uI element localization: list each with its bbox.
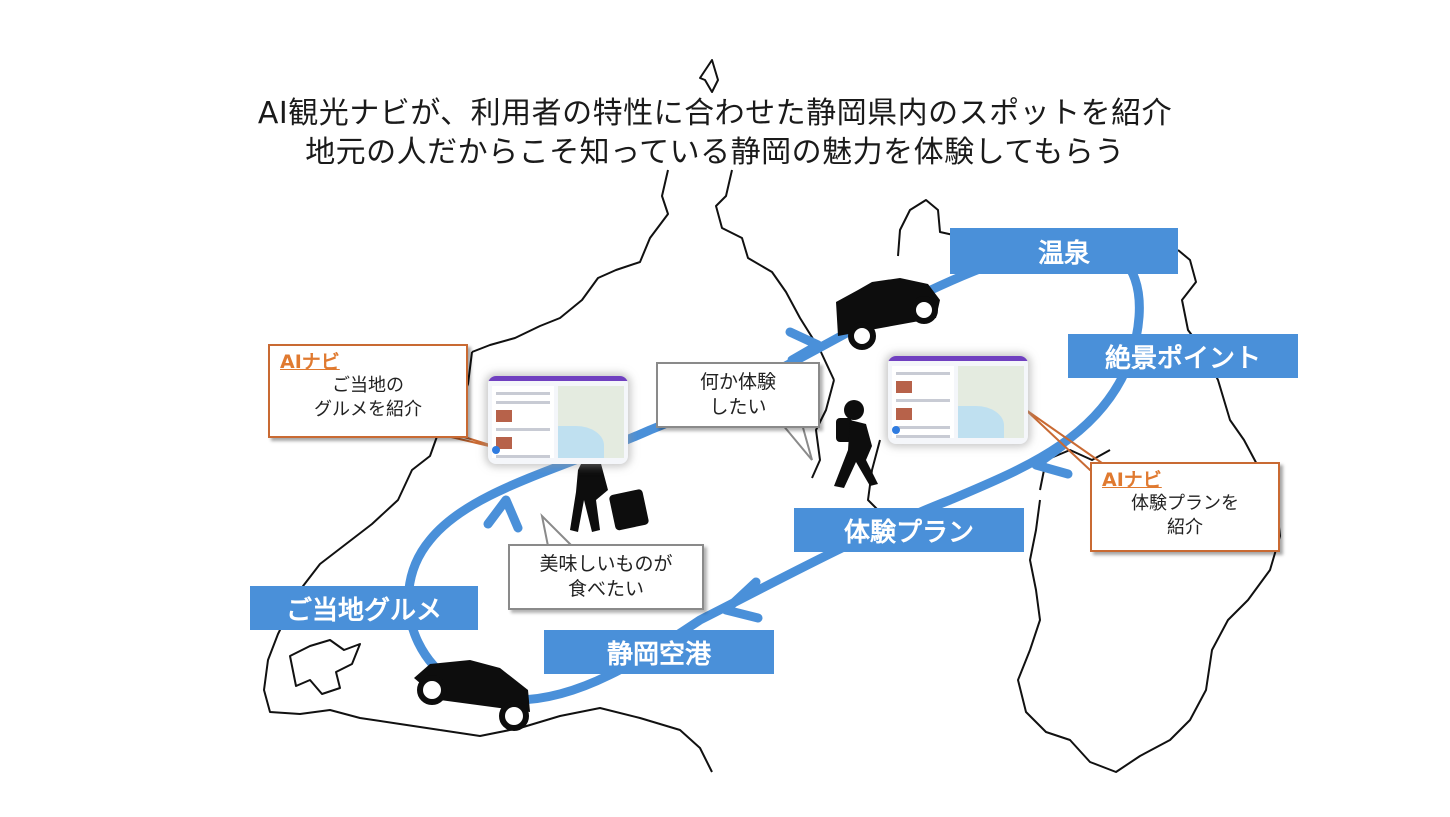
callout-text: 体験プランを — [1131, 493, 1239, 514]
label-gourmet: ご当地グルメ — [250, 586, 478, 630]
callout-text: グルメを紹介 — [314, 399, 422, 420]
car-icon — [414, 660, 530, 731]
label-taiken-plan: 体験プラン — [794, 508, 1024, 552]
ai-navi-label: AIナビ — [280, 351, 340, 373]
suv-icon — [836, 278, 940, 350]
hiker-icon — [834, 400, 878, 488]
heading-line-1: AI観光ナビが、利用者の特性に合わせた静岡県内のスポットを紹介 — [257, 96, 1173, 131]
bubble-tails — [540, 423, 813, 547]
callout-text: 紹介 — [1167, 517, 1203, 538]
heading-line-2: 地元の人だからこそ知っている静岡の魅力を体験してもらう — [305, 135, 1125, 170]
label-zekkei-point: 絶景ポイント — [1068, 334, 1298, 378]
label-onsen: 温泉 — [950, 228, 1178, 274]
ai-callout-experience: AIナビ 体験プランを 紹介 — [1090, 462, 1280, 552]
app-screenshot-right — [888, 356, 1028, 444]
callout-text: ご当地の — [332, 375, 404, 396]
speech-bubble-experience: 何か体験 したい — [656, 362, 820, 428]
app-screenshot-left — [488, 376, 628, 464]
label-shizuoka-airport: 静岡空港 — [544, 630, 774, 674]
speech-bubble-food: 美味しいものが 食べたい — [508, 544, 704, 610]
ai-callout-gourmet: AIナビ ご当地の グルメを紹介 — [268, 344, 468, 438]
route-arrows — [483, 327, 1073, 623]
ai-navi-label: AIナビ — [1102, 469, 1162, 491]
